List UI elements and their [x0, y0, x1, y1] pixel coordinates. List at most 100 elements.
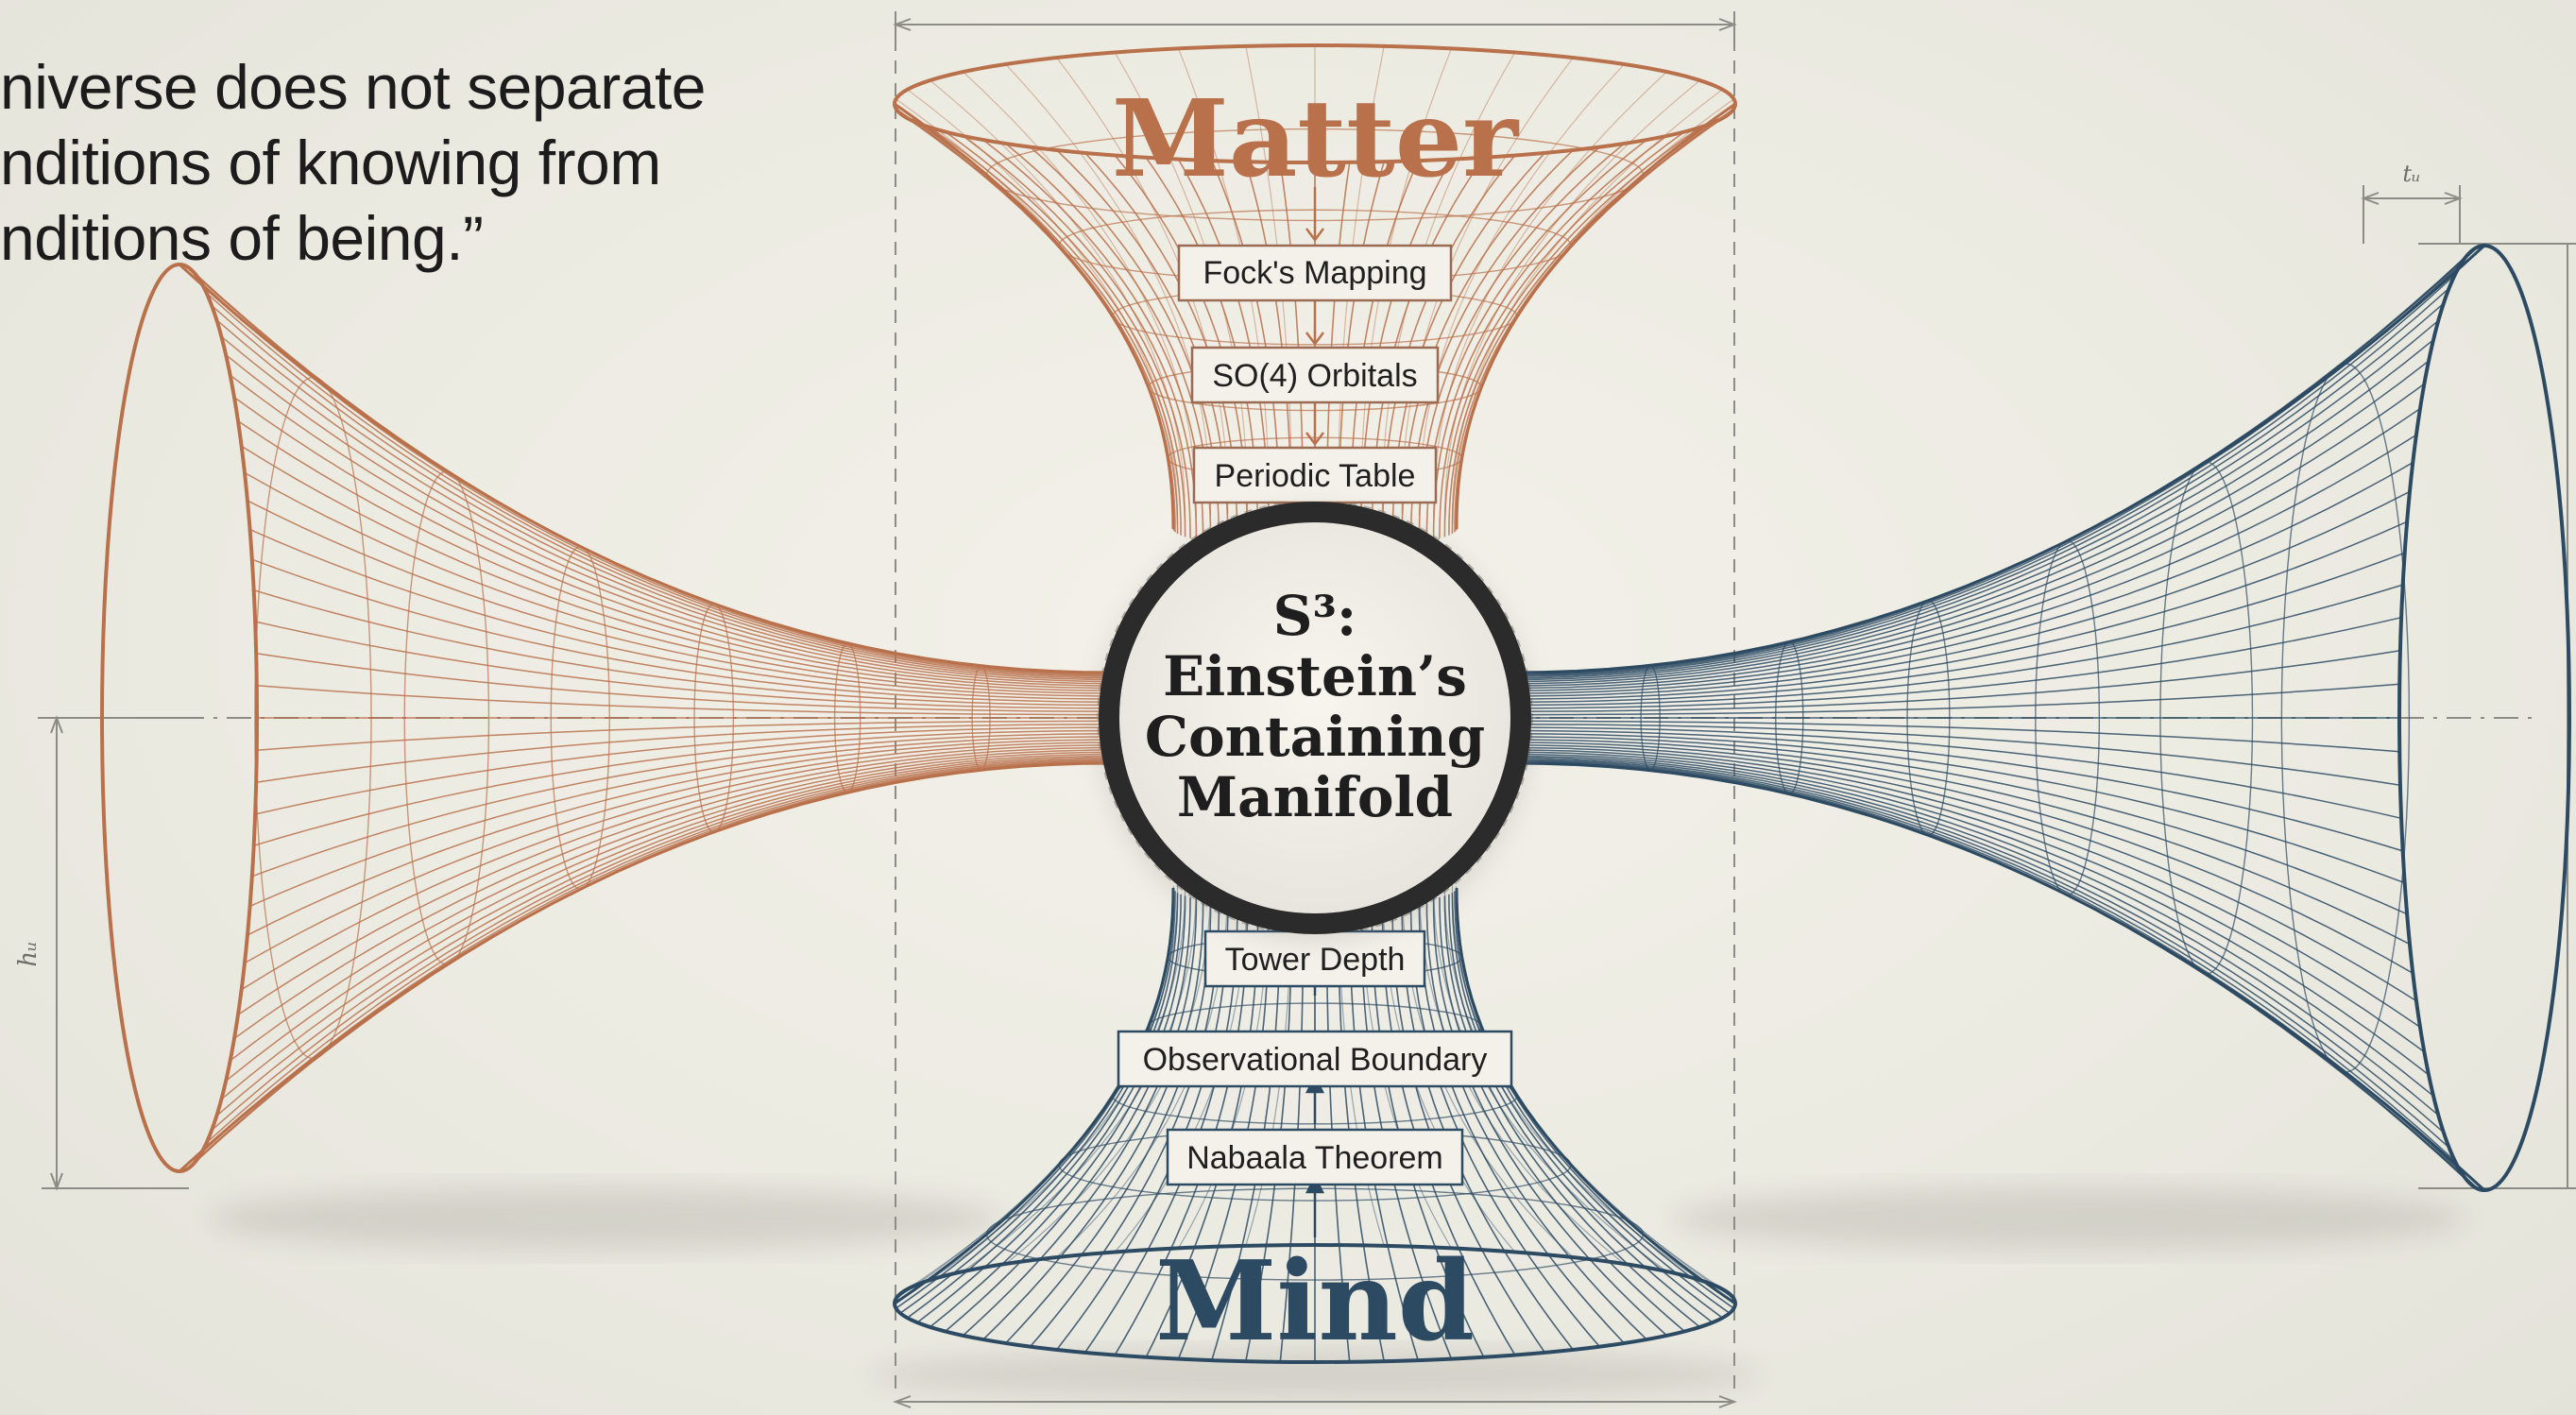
- wire-line: [220, 755, 1119, 1100]
- wire-line: [1503, 552, 2405, 703]
- step-label: SO(4) Orbitals: [1212, 358, 1417, 394]
- silhouette: [894, 102, 1175, 530]
- silhouette: [1510, 761, 2486, 1192]
- silhouette: [1455, 102, 1736, 530]
- wire-line: [1505, 744, 2417, 1002]
- step-box: Observational Boundary: [1117, 1030, 1513, 1088]
- wire-line: [1506, 753, 2434, 1097]
- wire-line: [200, 760, 1117, 1154]
- wire-line: [1503, 683, 2400, 716]
- wire-line: [256, 724, 1123, 784]
- wire-line: [215, 319, 1118, 679]
- quote-line: nditions of knowing from: [0, 128, 661, 197]
- wire-line: [1505, 749, 2425, 1053]
- wire-line: [179, 264, 1116, 673]
- step-box: Nabaala Theorem: [1166, 1128, 1464, 1186]
- wire-line: [241, 744, 1121, 991]
- wire-line: [241, 445, 1121, 691]
- wire-line: [256, 685, 1123, 716]
- matter-arrows: [1305, 187, 1324, 447]
- wire-line: [249, 736, 1122, 908]
- wire-line: [1455, 886, 1734, 1300]
- wire-line: [225, 354, 1119, 683]
- wire-line: [896, 889, 1175, 1309]
- wire-line: [251, 558, 1122, 703]
- wire-line: [1503, 724, 2401, 786]
- wire-line: [184, 762, 1116, 1171]
- mind-title: Mind: [1155, 1237, 1475, 1366]
- wire-line: [1507, 302, 2445, 679]
- wire-line: [1503, 650, 2401, 712]
- wire-line: [1455, 889, 1734, 1309]
- silhouette: [894, 887, 1175, 1305]
- step-label: Periodic Table: [1215, 458, 1416, 494]
- wire-line: [1504, 490, 2411, 697]
- wire-line: [1503, 584, 2403, 707]
- wire-line: [1504, 736, 2408, 915]
- wire-line: [256, 720, 1123, 751]
- wire-line: [1510, 246, 2480, 673]
- wire-line: [1507, 319, 2439, 681]
- left-height-label: hᵤ: [14, 941, 43, 966]
- wire-line: [1510, 245, 2485, 673]
- quote-line: niverse does not separate: [0, 52, 706, 122]
- wire-line: [253, 589, 1122, 707]
- manifold-label-line: Einstein’s: [1163, 644, 1467, 708]
- wire-line: [1505, 434, 2417, 691]
- wire-line: [1507, 757, 2445, 1134]
- wire-line: [237, 420, 1121, 690]
- wire-line: [1508, 758, 2450, 1149]
- silhouette: [1510, 244, 2486, 674]
- wire-line: [1503, 733, 2405, 884]
- wire-line: [1503, 726, 2402, 820]
- wire-line: [1508, 274, 2456, 676]
- wire-line: [206, 759, 1117, 1144]
- wire-line: [244, 471, 1121, 694]
- wire-line: [195, 761, 1117, 1162]
- wire-line: [1503, 720, 2400, 753]
- wire-line: [1503, 729, 2403, 852]
- manifold-label-line: S³:: [1273, 584, 1357, 648]
- wire-line: [254, 726, 1123, 815]
- step-label: Fock's Mapping: [1203, 255, 1426, 291]
- left-horn: [100, 263, 1123, 1173]
- wire-line: [247, 500, 1122, 697]
- mind-steps: Tower Depth Observational Boundary Nabaa…: [1117, 929, 1513, 1186]
- wire-line: [215, 757, 1118, 1117]
- silhouette: [1455, 887, 1736, 1305]
- wire-line: [1510, 762, 2480, 1190]
- wire-line: [225, 753, 1119, 1082]
- wire-line: [237, 746, 1121, 1015]
- wire-line: [254, 621, 1123, 709]
- step-label: Nabaala Theorem: [1186, 1140, 1443, 1176]
- ground-shadows: [208, 1186, 2465, 1399]
- wire-line: [249, 528, 1122, 700]
- wire-line: [206, 292, 1117, 676]
- wire-line: [1504, 462, 2414, 694]
- wire-line: [179, 762, 1116, 1172]
- wire-line: [247, 739, 1122, 936]
- wire-line: [1510, 761, 2467, 1181]
- wire-line: [220, 335, 1119, 681]
- matter-title: Matter: [1112, 77, 1520, 201]
- step-box: SO(4) Orbitals: [1190, 346, 1440, 404]
- wire-line: [195, 274, 1117, 674]
- wire-line: [211, 758, 1118, 1132]
- wire-line: [244, 742, 1121, 964]
- wire-line: [211, 304, 1118, 678]
- wire-line: [233, 396, 1120, 687]
- step-box: Fock's Mapping: [1177, 244, 1453, 302]
- wire-line: [200, 281, 1117, 675]
- wire-line: [256, 652, 1123, 712]
- wire-line: [230, 751, 1120, 1062]
- manifold-label-line: Manifold: [1177, 765, 1453, 829]
- silhouette: [178, 761, 1116, 1173]
- wire-line: [1504, 742, 2414, 974]
- wire-line: [1451, 893, 1723, 1319]
- wire-line: [1505, 407, 2421, 690]
- wire-line: [1510, 249, 2473, 674]
- wire-line: [1505, 746, 2421, 1029]
- wire-line: [1505, 383, 2425, 687]
- wire-line: [253, 729, 1122, 846]
